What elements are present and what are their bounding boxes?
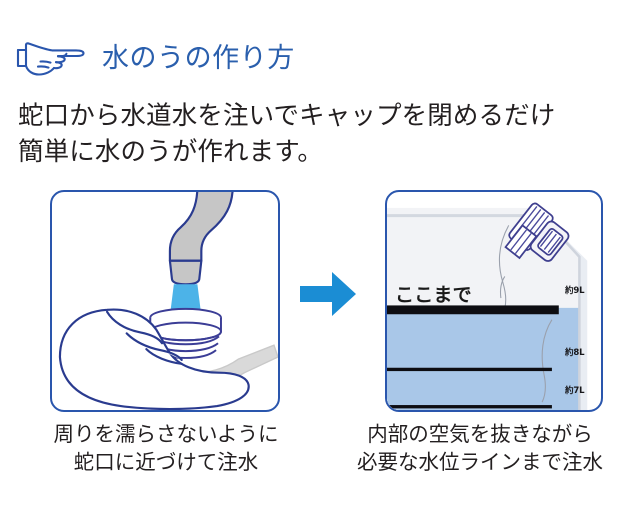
bag-here-label: ここまで [395,284,472,306]
step-arrow-icon [300,266,356,322]
lead-line-2: 簡単に水のうが作れます。 [18,137,323,168]
lead-description: 蛇口から水道水を注いでキャップを閉めるだけ 簡単に水のうが作れます。 [18,98,628,170]
bag-level-label-7l: 約7L [565,386,585,396]
lead-line-1: 蛇口から水道水を注いでキャップを閉めるだけ [18,101,556,131]
step-level-caption-line-2: 必要な水位ラインまで注水 [357,450,603,475]
level-line-8l [387,367,552,372]
step-fill-illustration-panel [50,190,280,412]
pointing-hand-right-icon [14,38,88,78]
page-header: 水のうの作り方 [14,38,295,78]
step-fill-caption: 周りを濡らさないように 蛇口に近づけて注水 [18,420,314,477]
water-bag-illustration [387,202,588,410]
page-title: 水のうの作り方 [102,42,295,74]
step-level-caption: 内部の空気を抜きながら 必要な水位ラインまで注水 [330,420,630,477]
level-line-7l [387,405,552,409]
bag-level-label-9l: 約9L [565,286,585,296]
step-fill-caption-line-1: 周りを濡らさないように [53,422,279,446]
faucet-hand-illustration [58,192,278,410]
step-level-illustration-panel: ここまで 約9L 約8L 約7L [385,190,603,412]
level-line-9l [387,305,559,315]
step-level-caption-line-1: 内部の空気を抜きながら [367,422,593,446]
bag-level-label-8l: 約8L [565,348,585,358]
steps-figure-row: ここまで 約9L 約8L 約7L [0,186,640,414]
step-fill-caption-line-2: 蛇口に近づけて注水 [73,450,259,475]
